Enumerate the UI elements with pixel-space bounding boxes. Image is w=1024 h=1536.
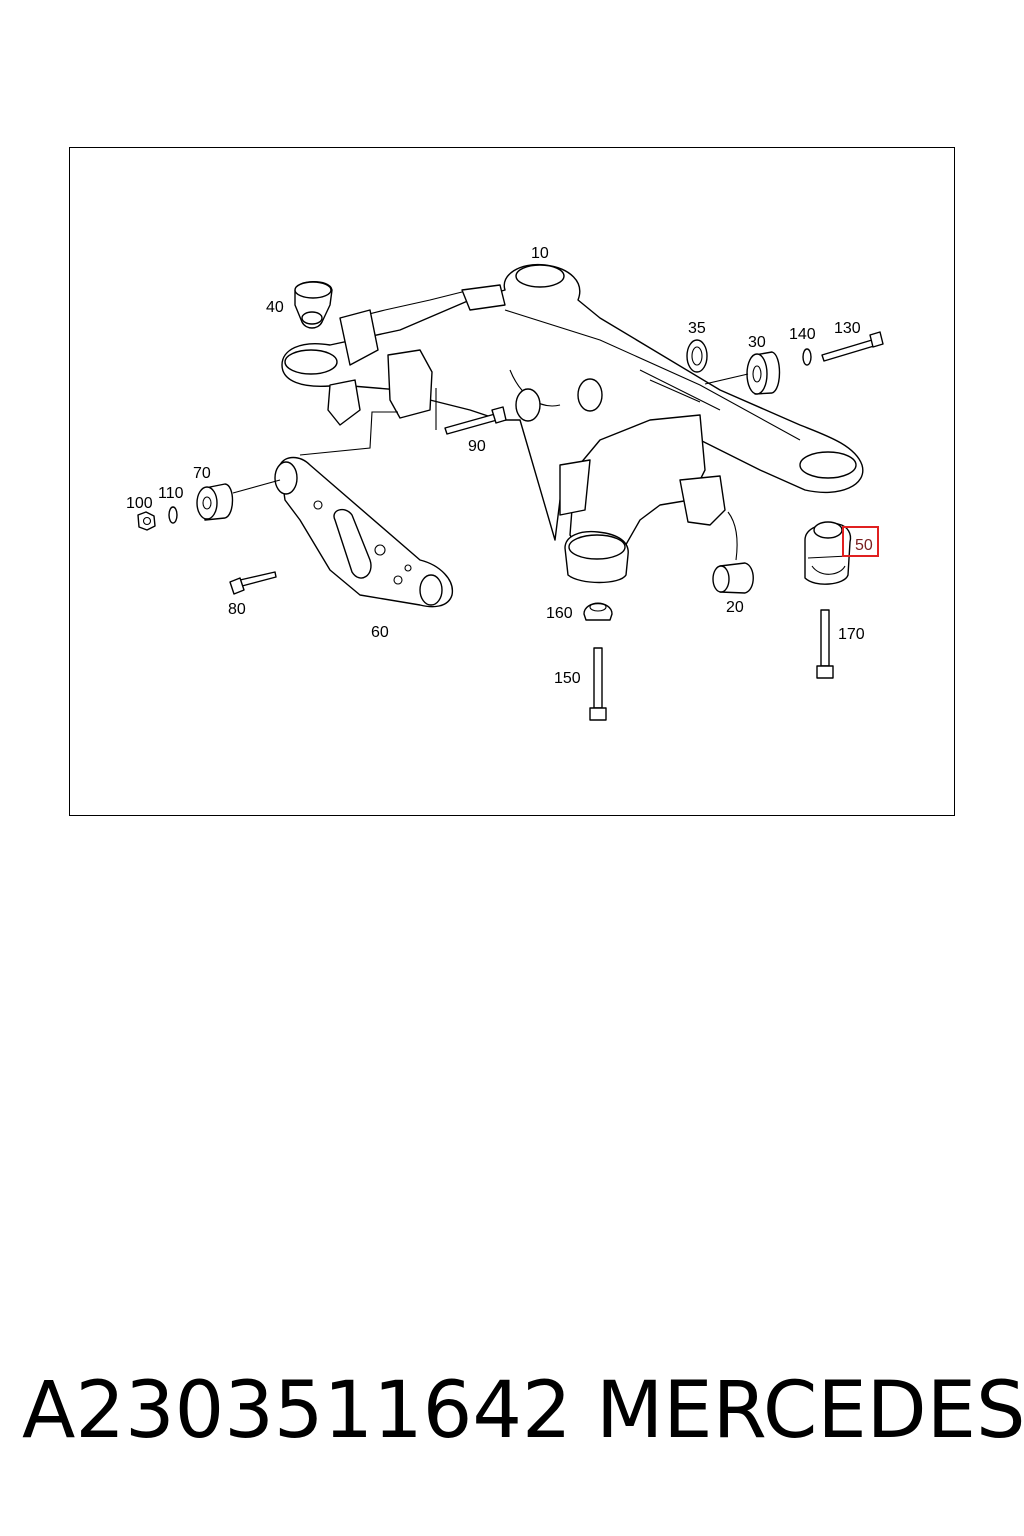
bolt-90-part — [444, 406, 507, 435]
mount-50-part — [804, 521, 852, 585]
bolt-130-part — [821, 331, 884, 362]
bushing-30-part — [746, 351, 781, 395]
callout-50: 50 — [855, 537, 873, 554]
callout-20: 20 — [726, 599, 744, 616]
callout-60: 60 — [371, 624, 389, 641]
nut-160-part — [583, 602, 613, 621]
callout-labels: 10 40 35 30 140 130 90 70 100 110 50 80 … — [126, 245, 873, 687]
bolt-170-part — [816, 609, 834, 679]
callout-130: 130 — [834, 320, 861, 337]
callout-10: 10 — [531, 245, 549, 262]
callout-100: 100 — [126, 495, 153, 512]
part-number: A2303511642 — [22, 1366, 572, 1456]
nut-100-part — [137, 511, 156, 531]
washer-110-part — [168, 506, 178, 524]
callout-150: 150 — [554, 670, 581, 687]
plate-60-part — [274, 456, 454, 608]
leader-lines — [232, 373, 749, 561]
bolt-80-part — [229, 571, 277, 595]
callout-110: 110 — [158, 485, 184, 502]
callout-40: 40 — [266, 299, 284, 316]
callout-35: 35 — [688, 320, 706, 337]
ring-35-part — [686, 339, 708, 373]
bolt-150-part — [589, 647, 607, 721]
callout-80: 80 — [228, 601, 246, 618]
washer-140-part — [802, 348, 812, 366]
mount-40-part — [294, 281, 333, 329]
subframe-part — [281, 263, 864, 584]
callout-70: 70 — [193, 465, 211, 482]
bushing-70-part — [196, 483, 234, 521]
callout-160: 160 — [546, 605, 573, 622]
diagram-frame — [69, 147, 955, 816]
highlight-box — [842, 526, 879, 557]
callout-90: 90 — [468, 438, 486, 455]
callout-140: 140 — [789, 326, 816, 343]
bushing-20-part — [712, 562, 754, 594]
callout-30: 30 — [748, 334, 766, 351]
callout-170: 170 — [838, 626, 865, 643]
brand-name: MERCEDES — [596, 1366, 1024, 1456]
